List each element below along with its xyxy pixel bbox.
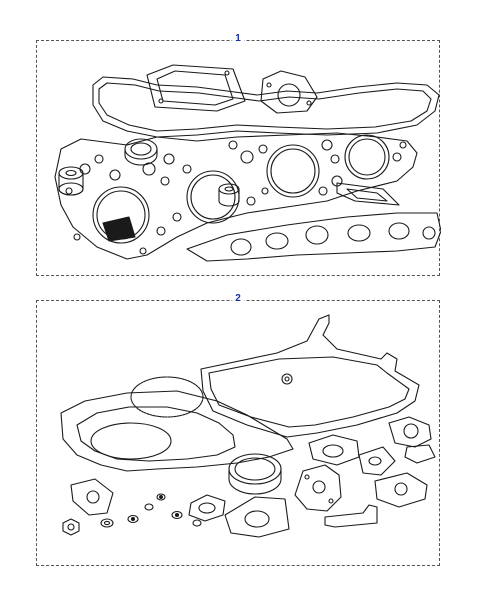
small-gasket-left (71, 479, 113, 515)
hex-nut (63, 519, 79, 535)
round-gasket-right (389, 417, 431, 447)
manifold-ports (231, 223, 435, 255)
tri-flange-gasket (359, 447, 395, 475)
small-flange-gasket (337, 183, 399, 205)
seal-left (59, 167, 83, 195)
gasket-set-1-illustration (37, 41, 441, 277)
panel-1: 1 (36, 32, 441, 277)
triangle-gasket (225, 497, 289, 537)
oval-flange-gasket (309, 435, 359, 465)
washers (101, 494, 201, 527)
valve-stem-seal (219, 184, 239, 206)
panel-2-label: 2 (232, 292, 244, 306)
head-gasket-holes (66, 140, 406, 254)
small-oval-right (405, 445, 435, 463)
outlet-gasket-rect (147, 65, 245, 111)
panel-1-label: 1 (232, 32, 244, 46)
cylinder-head-gasket (55, 133, 417, 259)
rear-main-seal (229, 454, 281, 494)
crank-opening (91, 423, 171, 459)
front-cover-gasket (61, 391, 293, 471)
l-shaped-gasket (325, 505, 377, 527)
outlet-gasket-round (261, 71, 317, 113)
oval-ring (189, 495, 225, 521)
manifold-gasket (187, 213, 441, 261)
pump-gasket (295, 465, 341, 511)
front-oil-seal (125, 139, 157, 165)
angled-gasket-right (375, 473, 427, 507)
panel-2: 2 (36, 292, 441, 567)
gasket-set-2-illustration (37, 301, 441, 567)
oil-pan-gasket (201, 315, 419, 437)
